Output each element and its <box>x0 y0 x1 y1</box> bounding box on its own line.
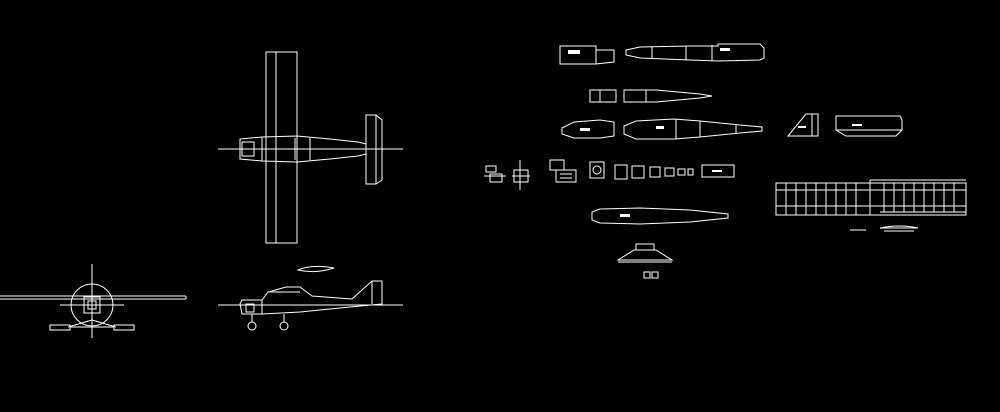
fuselage-part-cockpit-slot <box>580 128 590 131</box>
side-view-cowl <box>245 303 255 313</box>
small-part-servo-tray <box>549 159 577 183</box>
small-part-plate-3 <box>649 166 661 178</box>
top-view-cowl <box>241 141 255 157</box>
fuselage-part-small-box <box>589 89 617 103</box>
front-view-wheel-left <box>49 324 71 331</box>
airplane-front-view[interactable] <box>0 264 187 338</box>
front-view-cowl <box>83 296 101 314</box>
airplane-side-view[interactable] <box>218 265 403 331</box>
fuselage-part-bottom-panel <box>591 207 729 225</box>
tail-part-vertical-fin <box>786 113 819 137</box>
small-part-former <box>589 161 605 179</box>
side-view-fuselage <box>239 280 383 315</box>
small-parts-row[interactable] <box>484 159 735 190</box>
cowl-detail-part-2 <box>651 271 659 279</box>
wing-panel-section-marks <box>850 225 919 232</box>
fuselage-part-row-2[interactable] <box>589 89 713 103</box>
front-view-gear-left <box>67 319 93 328</box>
front-view-wheel-right <box>113 324 135 331</box>
small-part-long-plate <box>701 164 735 178</box>
fuselage-part-nose-slot <box>568 50 580 54</box>
small-part-bracket <box>484 165 506 183</box>
fuselage-part-bottom-mark <box>620 214 630 217</box>
cowl-detail[interactable] <box>616 243 674 279</box>
fuselage-part-label-mark <box>720 48 730 51</box>
side-view-wheel-front <box>247 321 257 331</box>
front-view-spinner <box>87 300 97 310</box>
wing-panel-outline <box>775 182 967 216</box>
side-view-wing-airfoil <box>296 265 335 273</box>
tail-part-stab-mark <box>852 124 862 126</box>
fuselage-part-row-3[interactable] <box>561 118 763 140</box>
small-part-plate-1 <box>614 164 628 180</box>
top-view-wing <box>265 51 298 244</box>
fuselage-part-full-side <box>623 118 763 140</box>
tail-part-horizontal-stabilizer <box>835 115 903 137</box>
tail-parts[interactable] <box>786 113 903 137</box>
small-part-mount <box>512 160 530 190</box>
side-view-wheel-rear <box>279 321 289 331</box>
fuselage-part-bottom-plan[interactable] <box>591 207 729 225</box>
fuselage-part-cockpit-block <box>561 119 615 139</box>
wing-panel-plan[interactable] <box>775 179 967 232</box>
small-part-plate-4 <box>664 167 675 177</box>
cowl-detail-top <box>635 243 655 251</box>
fuselage-part-side-panel <box>625 43 765 62</box>
airplane-top-view[interactable] <box>218 51 403 244</box>
small-part-plate-5 <box>677 168 686 176</box>
front-view-gear-right <box>91 319 117 328</box>
small-part-long-plate-mark <box>712 170 722 172</box>
cowl-detail-part-1 <box>643 271 651 279</box>
fuselage-part-row-1[interactable] <box>559 43 765 65</box>
fuselage-part-nose-block <box>559 45 615 65</box>
small-part-plate-6 <box>687 168 694 176</box>
tail-part-fin-mark <box>798 126 806 128</box>
small-part-plate-2 <box>631 165 645 179</box>
fuselage-part-tail-boom <box>623 89 713 103</box>
cowl-detail-outline <box>616 249 674 261</box>
fuselage-part-full-side-mark <box>656 126 664 129</box>
wing-panel-ribs <box>785 183 955 215</box>
